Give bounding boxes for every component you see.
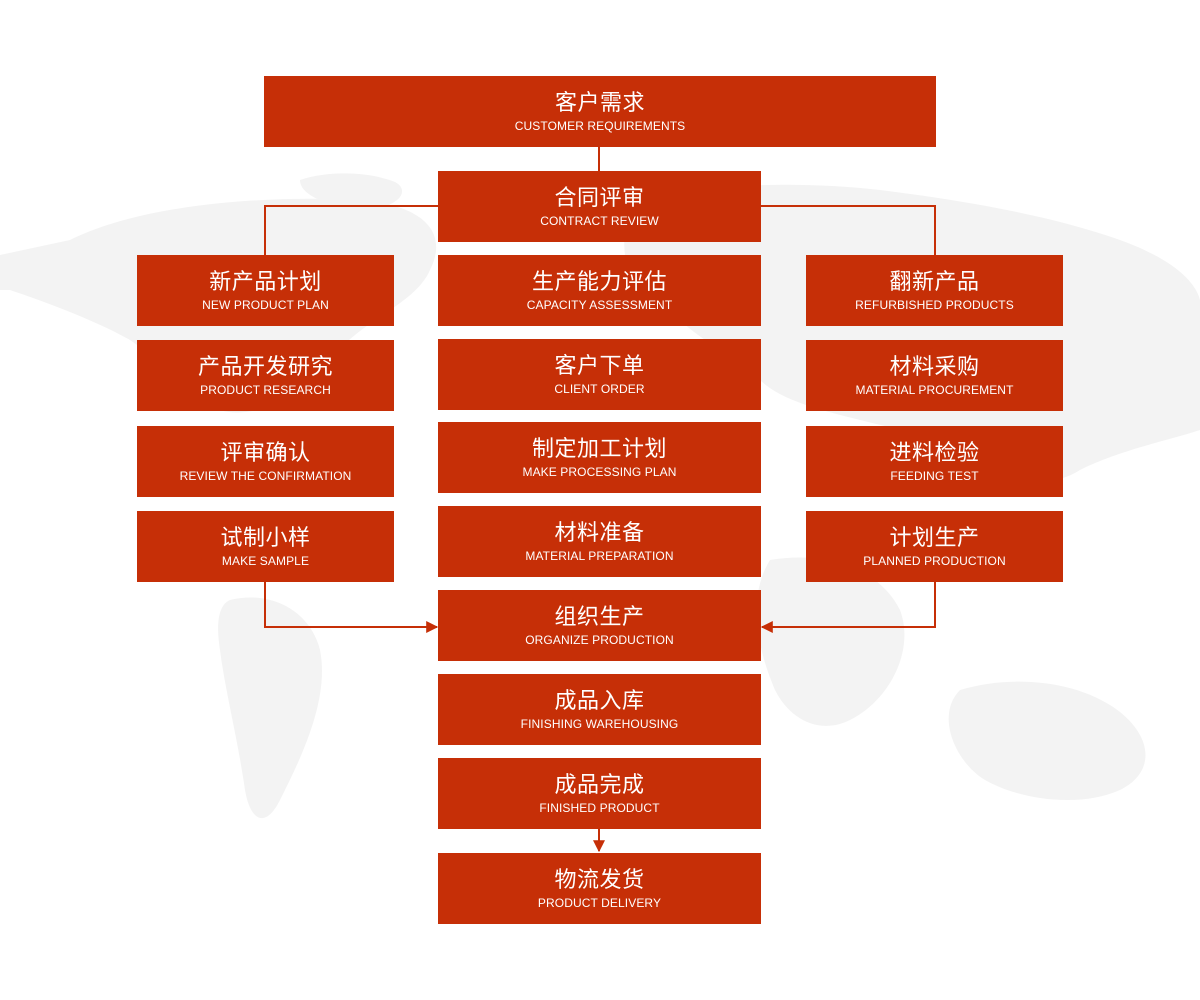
- box-title-cn: 制定加工计划: [531, 437, 667, 462]
- box-title-en: PRODUCT DELIVERY: [537, 896, 662, 910]
- box-capacity-assessment: 生产能力评估 CAPACITY ASSESSMENT: [438, 255, 761, 326]
- box-title-cn: 产品开发研究: [197, 355, 333, 380]
- box-title-en: ORGANIZE PRODUCTION: [525, 633, 674, 647]
- box-title-en: NEW PRODUCT PLAN: [202, 298, 329, 312]
- box-title-en: PLANNED PRODUCTION: [863, 554, 1006, 568]
- box-title-cn: 翻新产品: [889, 270, 980, 295]
- box-material-preparation: 材料准备 MATERIAL PREPARATION: [438, 506, 761, 577]
- box-product-research: 产品开发研究 PRODUCT RESEARCH: [137, 340, 394, 411]
- box-title-en: CONTRACT REVIEW: [540, 214, 659, 228]
- box-planned-production: 计划生产 PLANNED PRODUCTION: [806, 511, 1063, 582]
- box-title-cn: 组织生产: [554, 605, 645, 630]
- box-title-en: MATERIAL PREPARATION: [525, 549, 674, 563]
- box-title-en: FEEDING TEST: [890, 469, 979, 483]
- box-organize-production: 组织生产 ORGANIZE PRODUCTION: [438, 590, 761, 661]
- box-title-cn: 新产品计划: [209, 270, 322, 295]
- box-title-cn: 试制小样: [220, 526, 311, 551]
- box-material-procurement: 材料采购 MATERIAL PROCUREMENT: [806, 340, 1063, 411]
- box-title-en: MATERIAL PROCUREMENT: [855, 383, 1014, 397]
- box-client-order: 客户下单 CLIENT ORDER: [438, 339, 761, 410]
- box-title-en: MAKE SAMPLE: [221, 554, 310, 568]
- box-title-en: FINISHING WAREHOUSING: [520, 717, 679, 731]
- box-title-cn: 客户需求: [554, 91, 645, 116]
- box-title-cn: 客户下单: [554, 354, 645, 379]
- box-title-cn: 生产能力评估: [531, 270, 667, 295]
- box-title-cn: 材料采购: [889, 355, 980, 380]
- box-feeding-test: 进料检验 FEEDING TEST: [806, 426, 1063, 497]
- box-title-cn: 计划生产: [889, 526, 980, 551]
- box-product-delivery: 物流发货 PRODUCT DELIVERY: [438, 853, 761, 924]
- box-make-sample: 试制小样 MAKE SAMPLE: [137, 511, 394, 582]
- box-title-en: PRODUCT RESEARCH: [200, 383, 331, 397]
- box-title-cn: 物流发货: [554, 868, 645, 893]
- box-refurbished-products: 翻新产品 REFURBISHED PRODUCTS: [806, 255, 1063, 326]
- box-title-en: FINISHED PRODUCT: [539, 801, 660, 815]
- box-finishing-warehousing: 成品入库 FINISHING WAREHOUSING: [438, 674, 761, 745]
- box-title-en: CAPACITY ASSESSMENT: [526, 298, 673, 312]
- box-customer-requirements: 客户需求 CUSTOMER REQUIREMENTS: [264, 76, 936, 147]
- box-title-en: REFURBISHED PRODUCTS: [855, 298, 1014, 312]
- connector-contract-left: [264, 205, 438, 255]
- box-review-confirmation: 评审确认 REVIEW THE CONFIRMATION: [137, 426, 394, 497]
- box-title-cn: 合同评审: [554, 186, 645, 211]
- box-title-cn: 成品完成: [554, 773, 645, 798]
- box-title-en: CUSTOMER REQUIREMENTS: [514, 119, 686, 133]
- connector-right-organize: [760, 582, 936, 633]
- box-title-cn: 成品入库: [554, 689, 645, 714]
- box-new-product-plan: 新产品计划 NEW PRODUCT PLAN: [137, 255, 394, 326]
- box-make-processing-plan: 制定加工计划 MAKE PROCESSING PLAN: [438, 422, 761, 493]
- connector-left-organize: [264, 582, 439, 633]
- box-title-cn: 进料检验: [889, 441, 980, 466]
- box-title-cn: 材料准备: [554, 521, 645, 546]
- connector-contract-right: [761, 205, 936, 255]
- box-title-en: CLIENT ORDER: [554, 382, 645, 396]
- box-title-cn: 评审确认: [220, 441, 311, 466]
- box-title-en: MAKE PROCESSING PLAN: [522, 465, 677, 479]
- box-title-en: REVIEW THE CONFIRMATION: [179, 469, 352, 483]
- box-contract-review: 合同评审 CONTRACT REVIEW: [438, 171, 761, 242]
- box-finished-product: 成品完成 FINISHED PRODUCT: [438, 758, 761, 829]
